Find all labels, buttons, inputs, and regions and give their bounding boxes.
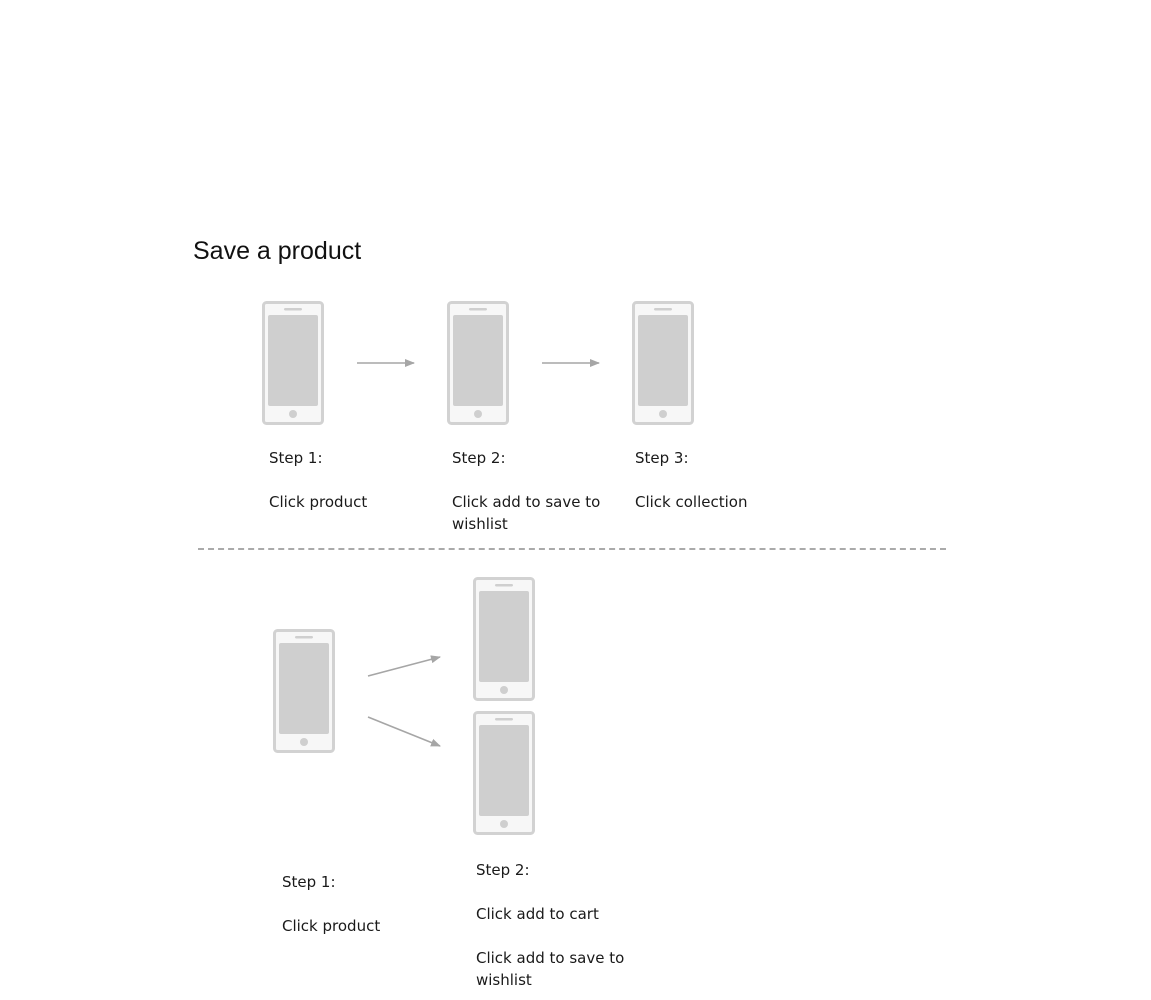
arrow-b-to-wishlist — [367, 716, 441, 747]
phone-mockup-b-step1 — [273, 629, 335, 753]
b-step2-action-wishlist-line1: Click add to save to — [476, 949, 625, 967]
phone-icon — [447, 301, 509, 425]
page-title: Save a product — [193, 237, 362, 265]
b-step1-action: Click product — [282, 917, 381, 935]
b-step1-label: Step 1: — [282, 873, 336, 891]
phone-icon — [632, 301, 694, 425]
phone-mockup-step1 — [262, 301, 324, 425]
phone-icon — [262, 301, 324, 425]
phone-mockup-b-step2-wishlist — [473, 711, 535, 835]
step2-action-line2: wishlist — [452, 515, 508, 533]
step1-caption: Step 1: Click product — [269, 447, 367, 513]
b-step2-label: Step 2: — [476, 861, 530, 879]
phone-icon — [273, 629, 335, 753]
b-step2-action-cart: Click add to cart — [476, 905, 599, 923]
step3-label: Step 3: — [635, 449, 689, 467]
step3-caption: Step 3: Click collection — [635, 447, 747, 513]
arrow-b-to-cart — [367, 655, 441, 677]
step2-caption: Step 2: Click add to save to wishlist — [452, 447, 600, 535]
step1-label: Step 1: — [269, 449, 323, 467]
phone-mockup-b-step2-cart — [473, 577, 535, 701]
b-step2-action-wishlist-line2: wishlist — [476, 971, 532, 989]
step3-action: Click collection — [635, 493, 748, 511]
step2-label: Step 2: — [452, 449, 506, 467]
step1-action: Click product — [269, 493, 368, 511]
b-step1-caption: Step 1: Click product — [282, 871, 380, 937]
step2-action-line1: Click add to save to — [452, 493, 601, 511]
phone-mockup-step3 — [632, 301, 694, 425]
b-step2-caption: Step 2: Click add to cart Click add to s… — [476, 859, 624, 991]
phone-icon — [473, 577, 535, 701]
phone-mockup-step2 — [447, 301, 509, 425]
phone-icon — [473, 711, 535, 835]
section-divider — [198, 548, 946, 550]
